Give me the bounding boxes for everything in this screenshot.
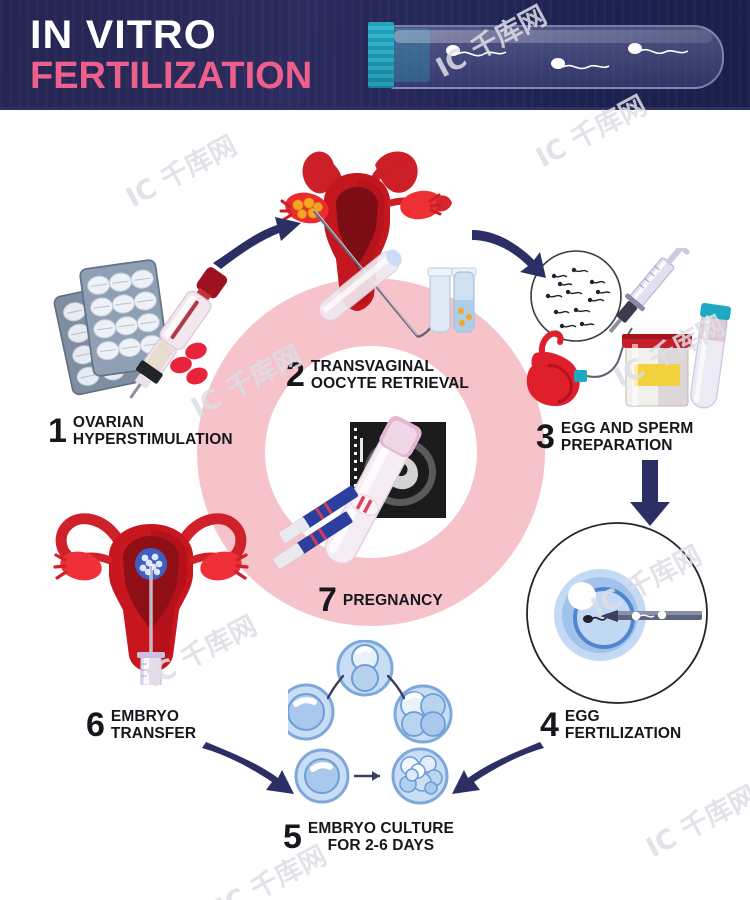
illustration-egg-sperm-preparation <box>508 239 740 416</box>
step-number: 4 <box>540 706 559 744</box>
header-divider <box>0 107 750 110</box>
step-text-line1: OVARIAN <box>72 414 144 431</box>
step-number: 2 <box>286 356 305 394</box>
arrow-step5-to-step6 <box>196 742 306 806</box>
step-label-2: 2 TRANSVAGINAL OOCYTE RETRIEVAL <box>286 358 469 392</box>
step-label-4: 4 EGG FERTILIZATION <box>540 708 681 742</box>
illustration-egg-fertilization <box>522 518 712 708</box>
header-banner: IN VITRO FERTILIZATION <box>0 0 750 110</box>
illustration-ovarian-hyperstimulation <box>45 250 245 415</box>
step-text: PREGNANCY <box>343 592 443 609</box>
illustration-embryo-transfer <box>45 490 257 687</box>
step-text: EMBRYO CULTURE FOR 2-6 DAYS <box>308 820 454 854</box>
step-text: EMBRYO TRANSFER <box>111 708 196 742</box>
step-text: OVARIAN HYPERSTIMULATION <box>73 414 233 448</box>
arrow-step1-to-step2 <box>205 205 315 275</box>
step-text: TRANSVAGINAL OOCYTE RETRIEVAL <box>311 358 469 392</box>
step-text: EGG AND SPERM PREPARATION <box>561 420 694 454</box>
step-label-7: 7 PREGNANCY <box>318 581 443 619</box>
step-text-line1: PREGNANCY <box>342 591 443 609</box>
test-tube-cap <box>368 22 394 88</box>
illustration-pregnancy <box>272 408 472 588</box>
step-number: 3 <box>536 418 555 456</box>
step-label-3: 3 EGG AND SPERM PREPARATION <box>536 420 693 454</box>
page-title: IN VITRO FERTILIZATION <box>30 14 312 96</box>
step-text-line1: TRANSVAGINAL <box>310 358 435 375</box>
arrow-step3-to-step4 <box>620 458 680 528</box>
step-label-1: 1 OVARIAN HYPERSTIMULATION <box>48 414 233 448</box>
step-text: EGG FERTILIZATION <box>565 708 681 742</box>
test-tube-illustration <box>368 22 724 89</box>
step-text-line1: EMBRYO <box>110 708 179 725</box>
step-text-line2: OOCYTE RETRIEVAL <box>310 375 469 392</box>
arrow-step6-to-step1 <box>96 450 160 520</box>
arrow-step4-to-step5 <box>440 742 550 806</box>
test-tube-fluid <box>390 28 430 82</box>
step-text-line2: FERTILIZATION <box>564 725 682 742</box>
step-number: 1 <box>48 412 67 450</box>
step-text-line2: TRANSFER <box>110 725 197 742</box>
title-line-fertilization: FERTILIZATION <box>30 55 313 97</box>
step-text-line1: EGG AND SPERM <box>560 420 694 437</box>
test-tube-body <box>388 25 724 89</box>
title-line-in-vitro: IN VITRO <box>30 13 217 57</box>
illustration-embryo-culture <box>277 639 478 810</box>
step-text-line2: PREPARATION <box>560 437 673 454</box>
arrow-step2-to-step3 <box>466 216 566 286</box>
illustration-oocyte-retrieval <box>262 135 492 350</box>
watermark: IC 千库网 <box>641 780 750 865</box>
step-label-6: 6 EMBRYO TRANSFER <box>86 708 196 742</box>
step-number: 7 <box>318 581 337 619</box>
watermark: IC 千库网 <box>121 130 242 215</box>
step-label-5: 5 EMBRYO CULTURE FOR 2-6 DAYS <box>283 820 454 854</box>
test-tube-highlight <box>394 30 712 43</box>
step-number: 5 <box>283 818 302 856</box>
step-text-line2: FOR 2-6 DAYS <box>327 837 435 854</box>
step-text-line1: EMBRYO CULTURE <box>307 820 454 837</box>
step-number: 6 <box>86 706 105 744</box>
step-text-line2: HYPERSTIMULATION <box>72 431 233 448</box>
step-text-line1: EGG <box>564 708 600 725</box>
